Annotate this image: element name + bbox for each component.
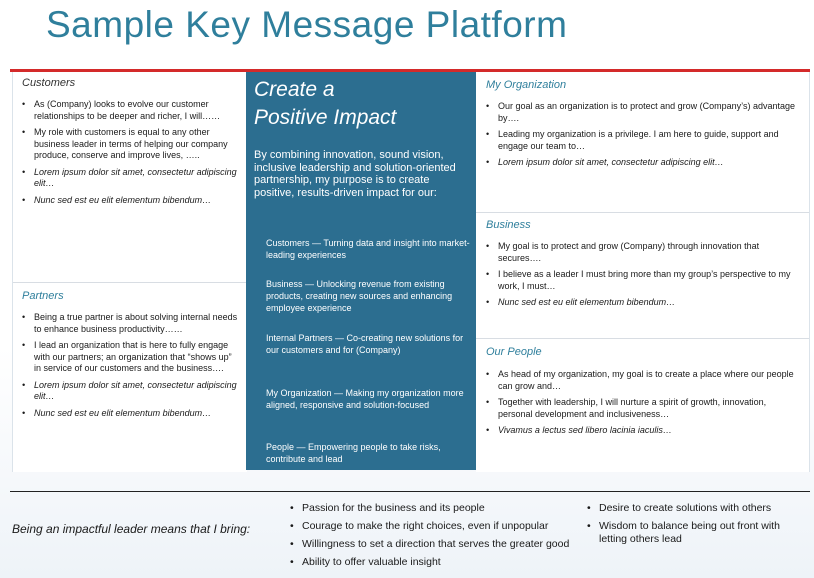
list-item: Lorem ipsum dolor sit amet, consectetur … bbox=[22, 167, 240, 190]
list-item: Passion for the business and its people bbox=[290, 502, 590, 515]
list-item: Nunc sed est eu elit elementum bibendum… bbox=[486, 297, 801, 309]
qualities-list-2: Desire to create solutions with others W… bbox=[587, 502, 802, 551]
bottom-rule bbox=[10, 491, 810, 492]
people-list: As head of my organization, my goal is t… bbox=[486, 369, 801, 442]
section-divider bbox=[476, 212, 809, 213]
impact-item-customers: Customers — Turning data and insight int… bbox=[266, 238, 470, 260]
list-item: Desire to create solutions with others bbox=[587, 502, 802, 515]
list-item: Nunc sed est eu elit elementum bibendum… bbox=[22, 195, 240, 207]
center-title-line1: Create a bbox=[254, 78, 335, 101]
bottom-label: Being an impactful leader means that I b… bbox=[12, 522, 251, 536]
customers-list: As (Company) looks to evolve our custome… bbox=[22, 99, 240, 211]
section-divider bbox=[13, 282, 247, 283]
right-panel: My Organization Our goal as an organizat… bbox=[476, 72, 810, 472]
list-item: My role with customers is equal to any o… bbox=[22, 127, 240, 162]
list-item: Willingness to set a direction that serv… bbox=[290, 538, 590, 551]
list-item: Together with leadership, I will nurture… bbox=[486, 397, 801, 420]
list-item: Lorem ipsum dolor sit amet, consectetur … bbox=[22, 380, 240, 403]
list-item: Being a true partner is about solving in… bbox=[22, 312, 240, 335]
list-item: Nunc sed est eu elit elementum bibendum… bbox=[22, 408, 240, 420]
list-item: Lorem ipsum dolor sit amet, consectetur … bbox=[486, 157, 801, 169]
list-item: As head of my organization, my goal is t… bbox=[486, 369, 801, 392]
list-item: Ability to offer valuable insight bbox=[290, 556, 590, 569]
business-heading: Business bbox=[486, 219, 531, 231]
section-divider bbox=[476, 338, 809, 339]
organization-list: Our goal as an organization is to protec… bbox=[486, 101, 801, 174]
list-item: Leading my organization is a privilege. … bbox=[486, 129, 801, 152]
center-title-line2: Positive Impact bbox=[254, 106, 397, 129]
list-item: Wisdom to balance being out front with l… bbox=[587, 520, 802, 546]
people-heading: Our People bbox=[486, 346, 542, 358]
list-item: I believe as a leader I must bring more … bbox=[486, 269, 801, 292]
customers-heading: Customers bbox=[22, 77, 76, 89]
business-list: My goal is to protect and grow (Company)… bbox=[486, 241, 801, 314]
partners-list: Being a true partner is about solving in… bbox=[22, 312, 240, 424]
qualities-list-1: Passion for the business and its people … bbox=[290, 502, 590, 574]
impact-item-organization: My Organization — Making my organization… bbox=[266, 388, 464, 410]
impact-item-partners: Internal Partners — Co-creating new solu… bbox=[266, 333, 464, 355]
impact-item-people: People — Empowering people to take risks… bbox=[266, 442, 441, 464]
list-item: Our goal as an organization is to protec… bbox=[486, 101, 801, 124]
center-intro: By combining innovation, sound vision, i… bbox=[254, 149, 456, 199]
organization-heading: My Organization bbox=[486, 79, 567, 91]
list-item: Courage to make the right choices, even … bbox=[290, 520, 590, 533]
title-rule bbox=[10, 69, 810, 72]
center-title: Create a Positive Impact bbox=[254, 76, 464, 132]
page-title: Sample Key Message Platform bbox=[46, 4, 568, 45]
partners-heading: Partners bbox=[22, 290, 64, 302]
list-item: I lead an organization that is here to f… bbox=[22, 340, 240, 375]
list-item: My goal is to protect and grow (Company)… bbox=[486, 241, 801, 264]
list-item: Vivamus a lectus sed libero lacinia iacu… bbox=[486, 425, 801, 437]
left-panel: Customers As (Company) looks to evolve o… bbox=[12, 72, 247, 472]
impact-item-business: Business — Unlocking revenue from existi… bbox=[266, 279, 453, 313]
list-item: As (Company) looks to evolve our custome… bbox=[22, 99, 240, 122]
center-panel: Create a Positive Impact By combining in… bbox=[246, 72, 476, 470]
